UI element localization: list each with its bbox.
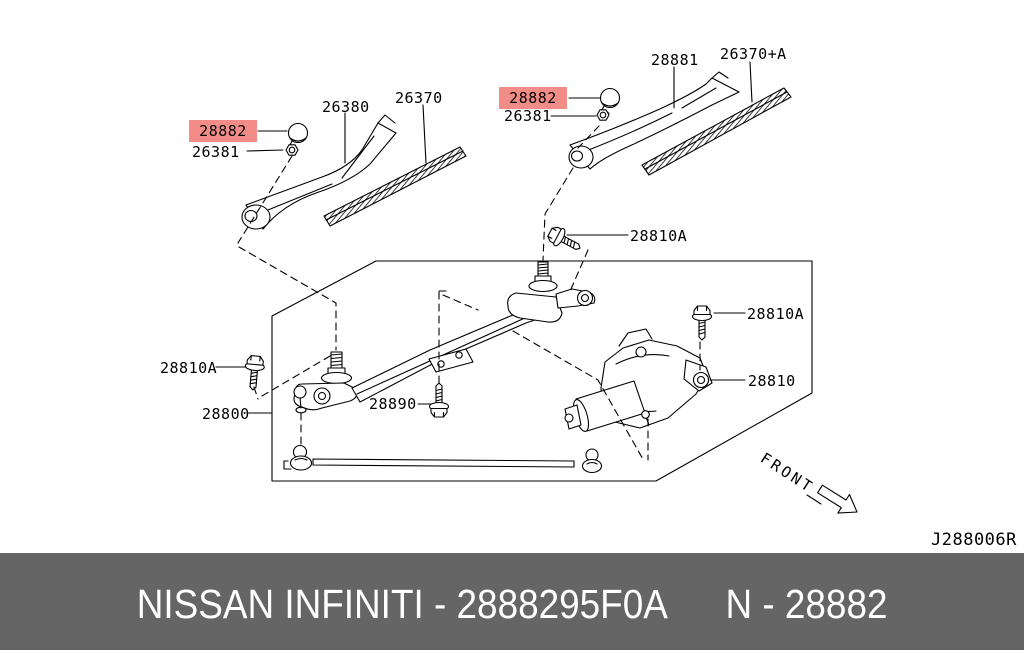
wiper-linkage-frame: [293, 261, 596, 414]
right-wiper-arm-assembly: [568, 71, 792, 176]
part-label-28882-right[interactable]: 28882: [499, 87, 567, 109]
bolt-28810a-mid: [544, 223, 585, 258]
part-label-28810a-mid[interactable]: 28810A: [630, 227, 688, 245]
bolt-28810a-left: [242, 354, 266, 392]
part-label-28882-left[interactable]: 28882: [189, 120, 257, 142]
left-wiper-arm-assembly: [241, 114, 467, 230]
part-label-26370[interactable]: 26370: [395, 89, 443, 107]
part-label-28810a-right[interactable]: 28810A: [747, 305, 805, 323]
left-pivot-nut-26381: [285, 144, 299, 156]
part-label-26381-right[interactable]: 26381: [504, 107, 552, 125]
label-leader-lines: [215, 61, 753, 414]
drawing-code: J288006R: [931, 530, 1017, 550]
connecting-rod: [283, 444, 603, 474]
assembly-dashed-lines: [237, 125, 701, 462]
part-label-26381-left[interactable]: 26381: [192, 143, 240, 161]
bolt-28890: [428, 382, 450, 418]
right-pivot-nut-26381: [596, 109, 610, 121]
part-label-28800[interactable]: 28800: [202, 405, 250, 423]
wiper-motor: [564, 328, 713, 432]
footer-banner: NISSAN INFINITI - 2888295F0A N - 28882: [0, 553, 1024, 650]
footer-brand-part-text: NISSAN INFINITI - 2888295F0A: [136, 581, 668, 627]
front-arrow-icon: [806, 484, 858, 514]
footer-part-number-text: N - 28882: [725, 581, 888, 627]
part-label-28810[interactable]: 28810: [748, 372, 796, 390]
part-label-28810a-left[interactable]: 28810A: [160, 359, 218, 377]
part-label-26370-a[interactable]: 26370+A: [720, 45, 787, 63]
part-label-28890[interactable]: 28890: [369, 395, 417, 413]
bolt-28810a-right: [691, 305, 713, 341]
footer-text-row: NISSAN INFINITI - 2888295F0A N - 28882: [137, 581, 888, 628]
assembly-box-outline: [271, 260, 813, 482]
part-label-28881[interactable]: 28881: [651, 51, 699, 69]
part-label-26380[interactable]: 26380: [322, 98, 370, 116]
